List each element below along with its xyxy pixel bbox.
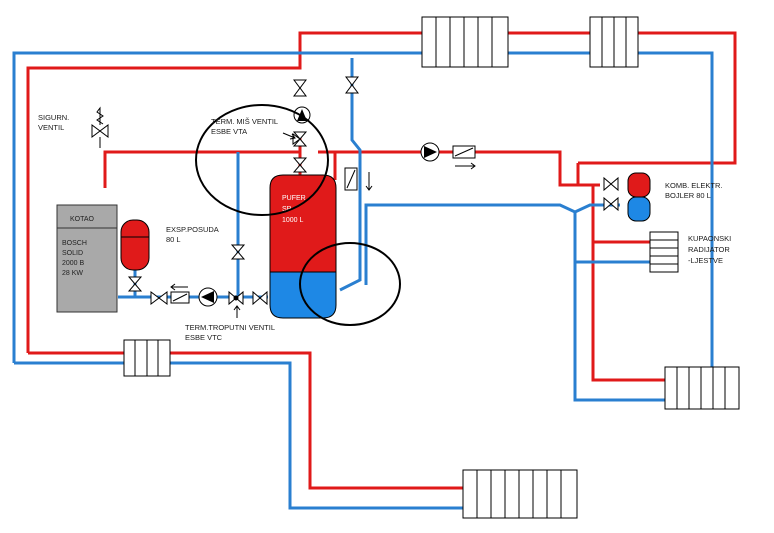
boiler-spec-2: SOLID: [62, 250, 83, 257]
safety-valve-label-2: VENTIL: [38, 123, 64, 132]
combi-boiler: [627, 172, 651, 222]
flow-arrow-icon: [170, 132, 476, 318]
expansion-vessel-label-1: EXSP.POSUDA: [166, 225, 219, 234]
filter-icon: [170, 291, 190, 304]
safety-valve-icon: [91, 106, 109, 148]
expansion-vessel-label-2: 80 L: [166, 235, 181, 244]
radiator-icon: [462, 469, 578, 519]
three-way-valve-label-1: TERM.TROPUTNI VENTIL: [185, 323, 275, 332]
buffer-label-3: 1000 L: [282, 217, 304, 224]
bathroom-radiator-label-2: RADIJATOR: [688, 245, 730, 254]
pump-icon: [198, 287, 218, 307]
annotation-circle: [299, 242, 401, 326]
three-way-valve-icon: [228, 290, 244, 306]
valve-icon: [127, 76, 619, 306]
mixing-valve-label-1: TERM. MIŠ VENTIL: [211, 117, 278, 126]
buffer-tank: PUFER SP 1000 L: [269, 174, 337, 319]
boiler-title: KOTAO: [70, 216, 95, 223]
combi-boiler-label-1: KOMB. ELEKTR.: [665, 181, 723, 190]
boiler-spec-3: 2000 B: [62, 260, 85, 267]
combi-boiler-label-2: BOJLER 80 L: [665, 191, 711, 200]
bathroom-radiator-icon: [649, 231, 679, 273]
buffer-label-2: SP: [282, 206, 292, 213]
boiler-spec-4: 28 KW: [62, 270, 83, 277]
radiator-icon: [421, 16, 509, 68]
bathroom-radiator-label-3: -LJESTVE: [688, 256, 723, 265]
boiler-spec-1: BOSCH: [62, 240, 87, 247]
mixing-valve-icon: [292, 131, 308, 147]
three-way-valve-label-2: ESBE VTC: [185, 333, 223, 342]
expansion-vessel: [120, 219, 150, 271]
mixing-valve-label-2: ESBE VTA: [211, 127, 247, 136]
cold-pipes: [12, 51, 714, 510]
safety-valve-label-1: SIGURN.: [38, 113, 69, 122]
buffer-label-1: PUFER: [282, 195, 306, 202]
filter-icon: [452, 145, 476, 159]
radiator-icon: [664, 366, 740, 410]
radiator-icon: [123, 339, 171, 377]
pump-icon: [420, 142, 440, 162]
boiler: KOTAO BOSCH SOLID 2000 B 28 KW: [56, 204, 118, 313]
check-valve-icon: [344, 167, 358, 191]
annotation-circle: [195, 104, 329, 216]
bathroom-radiator-label-1: KUPAONSKI: [688, 234, 731, 243]
radiator-icon: [589, 16, 639, 68]
